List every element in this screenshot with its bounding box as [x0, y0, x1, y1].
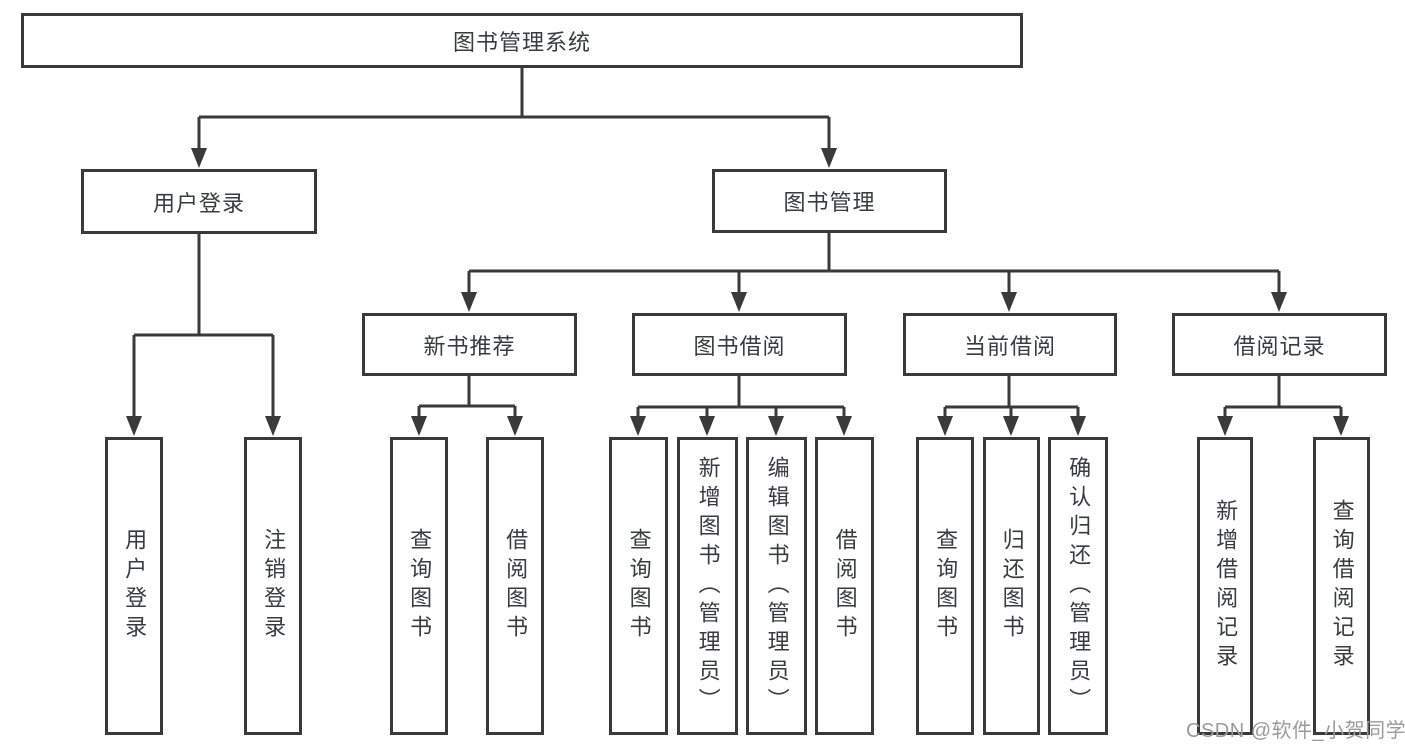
arrowhead [507, 416, 523, 436]
arrowhead [191, 148, 207, 168]
arrowhead [630, 416, 646, 436]
node-new-book-recommend: 新书推荐 [362, 313, 577, 376]
leaf-confirm-return-admin: 确认归还（管理员） [1048, 437, 1108, 735]
leaf-borrow-book-2: 借阅图书 [815, 437, 874, 735]
node-current-borrow: 当前借阅 [903, 313, 1117, 376]
arrowhead [411, 416, 427, 436]
arrowhead [1001, 292, 1017, 312]
leaf-add-borrow-record: 新增借阅记录 [1197, 437, 1253, 735]
arrowhead [126, 416, 142, 436]
arrowhead [265, 416, 281, 436]
arrowhead [1003, 416, 1019, 436]
node-root: 图书管理系统 [21, 13, 1023, 68]
leaf-query-book-3: 查询图书 [916, 437, 974, 735]
node-borrow-records: 借阅记录 [1172, 313, 1387, 376]
arrowhead [1070, 416, 1086, 436]
arrowhead [1217, 416, 1233, 436]
leaf-borrow-book-1: 借阅图书 [486, 437, 544, 735]
arrowhead [1271, 292, 1287, 312]
arrowhead [731, 292, 747, 312]
arrowhead [836, 416, 852, 436]
arrowhead [461, 292, 477, 312]
arrowhead [1333, 416, 1349, 436]
leaf-query-book-2: 查询图书 [609, 437, 668, 735]
node-book-management: 图书管理 [712, 169, 947, 233]
connector-path [132, 68, 1343, 418]
leaf-user-login: 用户登录 [105, 437, 163, 735]
leaf-add-book-admin: 新增图书（管理员） [677, 437, 738, 735]
arrowhead [699, 416, 715, 436]
arrowheads [126, 148, 1349, 436]
leaf-logout: 注销登录 [244, 437, 302, 735]
arrowhead [821, 148, 837, 168]
arrowhead [937, 416, 953, 436]
node-user-login: 用户登录 [81, 169, 317, 234]
node-book-borrow: 图书借阅 [632, 313, 847, 376]
leaf-query-book-1: 查询图书 [390, 437, 448, 735]
leaf-return-book: 归还图书 [983, 437, 1040, 735]
leaf-query-borrow-record: 查询借阅记录 [1313, 437, 1370, 735]
arrowhead [768, 416, 784, 436]
csdn-watermark: CSDN @软件_小贺同学 [1186, 720, 1405, 742]
leaf-edit-book-admin: 编辑图书（管理员） [746, 437, 807, 735]
